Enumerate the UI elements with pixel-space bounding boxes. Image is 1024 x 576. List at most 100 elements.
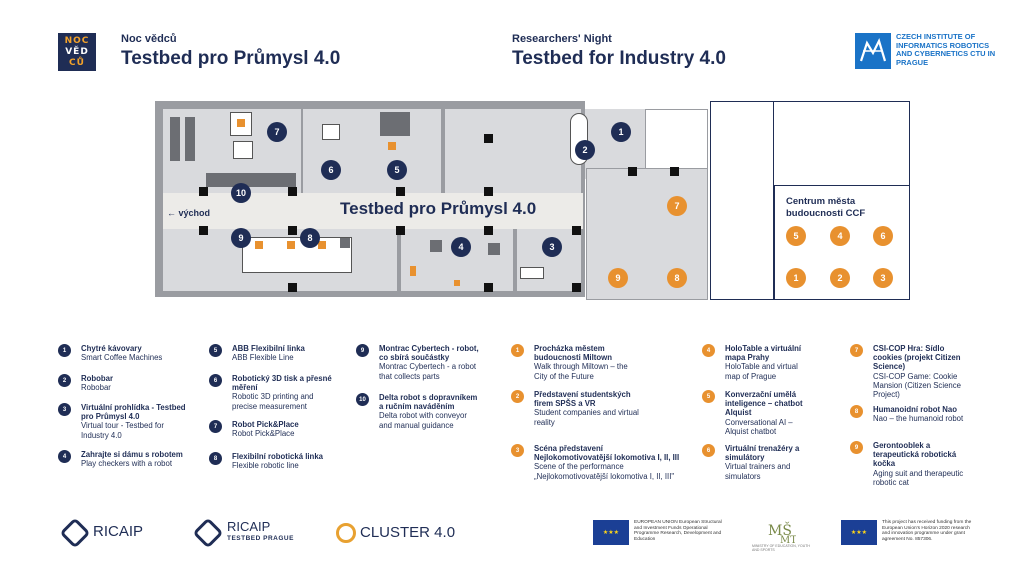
robot-arm [287, 241, 295, 249]
ccf-marker-7[interactable]: 7 [667, 196, 687, 216]
legend-title: Virtuální trenažéry a simulátory [725, 444, 800, 463]
robot-arm [237, 119, 245, 127]
ccf-label-line-2: budoucnosti CCF [786, 208, 866, 219]
legend-item: 6 Robotický 3D tisk a přesné měření Robo… [209, 374, 339, 411]
ccf-marker-4[interactable]: 4 [830, 226, 850, 246]
pillar [484, 134, 493, 143]
eu-flag-icon-2: ★★★ [841, 520, 877, 545]
legend-item: 5 ABB Flexibilní linka ABB Flexible Line [209, 344, 349, 362]
legend-number: 5 [702, 390, 715, 403]
room-north [445, 109, 581, 193]
marker-8[interactable]: 8 [300, 228, 320, 248]
legend-title: ABB Flexibilní linka [232, 344, 305, 353]
legend-subtitle: Conversational AI – Alquist chatbot [725, 417, 793, 436]
robot-cell [233, 141, 253, 159]
legend-item: 6 Virtuální trenažéry a simulátory Virtu… [702, 444, 812, 481]
legend-subtitle: Virtual tour - Testbed for Industry 4.0 [81, 421, 164, 440]
msmt-logo-text: MINISTRY OF EDUCATION, YOUTH AND SPORTS [752, 544, 810, 552]
legend-item: 10 Delta robot s dopravníkem a ručním na… [356, 393, 481, 430]
ricaip-testbed-logo-text: RICAIP [227, 519, 271, 534]
noc-logo-line-2: VĚD [65, 47, 89, 57]
legend-subtitle: Delta robot with conveyor and manual gui… [379, 411, 467, 430]
marker-9[interactable]: 9 [231, 228, 251, 248]
legend-number: 6 [209, 374, 222, 387]
legend-number: 9 [356, 344, 369, 357]
legend-number: 2 [58, 374, 71, 387]
legend-subtitle: Robobar [81, 383, 111, 393]
marker-5[interactable]: 5 [387, 160, 407, 180]
marker-2[interactable]: 2 [575, 140, 595, 160]
legend-number: 3 [58, 403, 71, 416]
legend-title: Virtuální prohlídka - Testbed pro Průmys… [81, 403, 186, 422]
legend-title: Humanoidní robot Nao [873, 405, 958, 414]
ccf-label-line-1: Centrum města [786, 196, 856, 207]
legend-item: 9 Montrac Cybertech - robot, co sbírá so… [356, 344, 486, 381]
legend-number: 5 [209, 344, 222, 357]
marker-1[interactable]: 1 [611, 122, 631, 142]
pillar [396, 226, 405, 235]
legend-number: 6 [702, 444, 715, 457]
ccf-marker-2[interactable]: 2 [830, 268, 850, 288]
ricaip-testbed-subtext: TESTBED PRAGUE [227, 535, 294, 542]
marker-6[interactable]: 6 [321, 160, 341, 180]
legend-number: 1 [58, 344, 71, 357]
eu-flag-icon: ★★★ [593, 520, 629, 545]
legend-subtitle: Student companies and virtual reality [534, 408, 639, 427]
abb-line [380, 112, 410, 136]
ccf-marker-3[interactable]: 3 [873, 268, 893, 288]
pillar [288, 283, 297, 292]
legend-item: 9 Gerontooblek a terapeutická robotická … [850, 441, 968, 487]
en-page-title: Testbed for Industry 4.0 [512, 48, 726, 69]
cluster-logo-text: CLUSTER 4.0 [360, 524, 456, 541]
legend-title: HoloTable a virtuální mapa Prahy [725, 344, 802, 363]
legend-title: Flexibilní robotická linka [232, 452, 323, 461]
legend-subtitle: ABB Flexible Line [232, 353, 294, 363]
legend-number: 8 [209, 452, 222, 465]
legend-number: 4 [702, 344, 715, 357]
ccf-marker-9[interactable]: 9 [608, 268, 628, 288]
pillar [288, 226, 297, 235]
legend-title: Představení studentských firem SPŠS a VR [534, 390, 631, 409]
legend-title: Delta robot s dopravníkem a ručním navád… [379, 393, 478, 412]
legend-title: Procházka městem budoucnosti Miltown [534, 344, 612, 363]
legend-item: 2 Robobar Robobar [58, 374, 198, 392]
legend-subtitle: Walk through Miltown – the City of the F… [534, 362, 628, 381]
legend-item: 7 Robot Pick&Place Robot Pick&Place [209, 420, 349, 438]
cz-page-title: Testbed pro Průmysl 4.0 [121, 48, 341, 69]
eu-funds-text: EUROPEAN UNION European Structural and I… [634, 520, 722, 542]
legend-number: 7 [209, 420, 222, 433]
legend-number: 7 [850, 344, 863, 357]
legend-item: 3 Scéna představení Nejlokomotivovatější… [511, 444, 681, 481]
ccf-marker-8[interactable]: 8 [667, 268, 687, 288]
ccf-marker-5[interactable]: 5 [786, 226, 806, 246]
legend-item: 4 HoloTable a virtuální mapa Prahy HoloT… [702, 344, 812, 381]
marker-7[interactable]: 7 [267, 122, 287, 142]
legend-subtitle: Robot Pick&Place [232, 429, 295, 439]
pillar [199, 187, 208, 196]
printer [322, 124, 340, 140]
wall-north [440, 101, 585, 109]
legend-title: Robot Pick&Place [232, 420, 299, 429]
ccf-marker-1[interactable]: 1 [786, 268, 806, 288]
legend-title: Scéna představení Nejlokomotivovatější l… [534, 444, 680, 463]
legend-title: Gerontooblek a terapeutická robotická ko… [873, 441, 957, 469]
legend-subtitle: Smart Coffee Machines [81, 353, 163, 363]
noc-logo-line-1: NOC [64, 36, 90, 46]
marker-4[interactable]: 4 [451, 237, 471, 257]
legend-title: Robotický 3D tisk a přesné měření [232, 374, 332, 393]
ccf-label: Centrum města budoucnosti CCF [786, 196, 865, 220]
workstation [170, 117, 180, 161]
marker-3[interactable]: 3 [542, 237, 562, 257]
conveyor [206, 173, 296, 187]
legend-title: Zahrajte si dámu s robotem [81, 450, 183, 459]
marker-10[interactable]: 10 [231, 183, 251, 203]
legend-item: 5 Konverzační umělá inteligence – chatbo… [702, 390, 817, 436]
ccf-marker-6[interactable]: 6 [873, 226, 893, 246]
testbed-sub-label: TESTBED PRAGUE [227, 535, 294, 542]
noc-logo-line-3: CŮ [69, 58, 85, 68]
svg-text:MŠ: MŠ [768, 521, 792, 539]
legend-number: 4 [58, 450, 71, 463]
legend-title: Chytré kávovary [81, 344, 142, 353]
legend-number: 9 [850, 441, 863, 454]
